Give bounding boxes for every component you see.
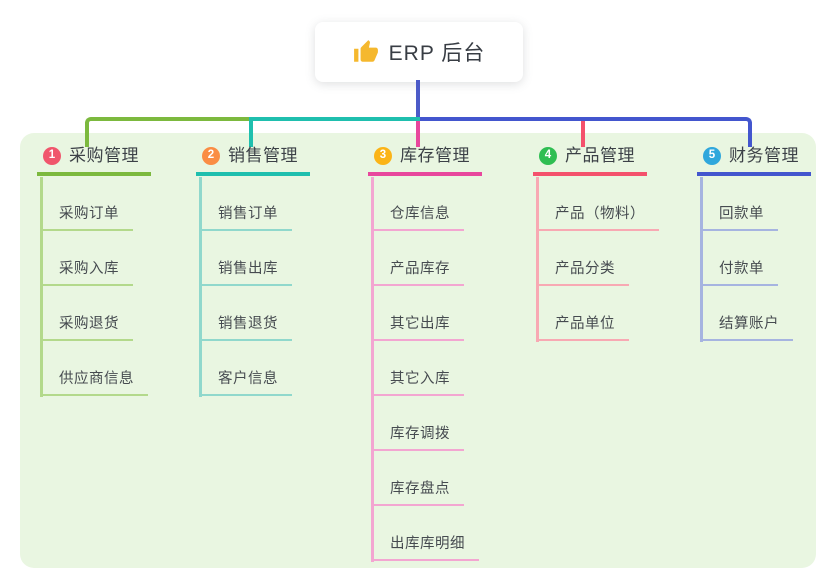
child-node[interactable]: 其它入库 xyxy=(371,370,464,396)
branch-number-badge: 4 xyxy=(539,147,557,165)
root-connector-line xyxy=(416,80,420,121)
branch2-drop-line xyxy=(249,117,253,147)
child-node[interactable]: 供应商信息 xyxy=(40,370,148,396)
child-node[interactable]: 客户信息 xyxy=(199,370,292,396)
child-node[interactable]: 库存盘点 xyxy=(371,480,464,506)
branch4-drop-line xyxy=(581,121,585,147)
branch-node-1[interactable]: 1 采购管理 xyxy=(37,146,151,176)
child-node[interactable]: 销售退货 xyxy=(199,315,292,341)
child-node[interactable]: 采购入库 xyxy=(40,260,133,286)
child-node[interactable]: 回款单 xyxy=(700,205,778,231)
branch3-drop-line xyxy=(416,121,420,147)
child-node[interactable]: 销售出库 xyxy=(199,260,292,286)
child-node[interactable]: 付款单 xyxy=(700,260,778,286)
child-node[interactable]: 产品单位 xyxy=(536,315,629,341)
branches-panel xyxy=(20,133,816,568)
root-node[interactable]: ERP 后台 xyxy=(315,22,523,82)
branch-1-children-rail xyxy=(40,177,43,397)
child-node[interactable]: 销售订单 xyxy=(199,205,292,231)
branch-number-badge: 3 xyxy=(374,147,392,165)
child-node[interactable]: 出库库明细 xyxy=(371,535,479,561)
child-node[interactable]: 库存调拨 xyxy=(371,425,464,451)
branch-node-4[interactable]: 4 产品管理 xyxy=(533,146,647,176)
branch-number-badge: 1 xyxy=(43,147,61,165)
child-node[interactable]: 仓库信息 xyxy=(371,205,464,231)
branch-label: 产品管理 xyxy=(565,146,635,165)
child-node[interactable]: 采购退货 xyxy=(40,315,133,341)
branch-label: 采购管理 xyxy=(69,146,139,165)
root-label: ERP 后台 xyxy=(388,42,486,65)
branch-4-children-rail xyxy=(536,177,539,342)
branch-label: 销售管理 xyxy=(228,146,298,165)
branch-3-children-rail xyxy=(371,177,374,562)
branch-label: 库存管理 xyxy=(400,146,470,165)
bus-right-elbow xyxy=(420,117,752,147)
branch-node-3[interactable]: 3 库存管理 xyxy=(368,146,482,176)
branch-node-2[interactable]: 2 销售管理 xyxy=(196,146,310,176)
child-node[interactable]: 产品（物料） xyxy=(536,205,659,231)
branch-number-badge: 5 xyxy=(703,147,721,165)
branch-2-children-rail xyxy=(199,177,202,397)
child-node[interactable]: 产品分类 xyxy=(536,260,629,286)
bus-left-elbow xyxy=(85,117,250,147)
branch-number-badge: 2 xyxy=(202,147,220,165)
child-node[interactable]: 结算账户 xyxy=(700,315,793,341)
thumbs-up-icon xyxy=(353,40,378,62)
child-node[interactable]: 产品库存 xyxy=(371,260,464,286)
child-node[interactable]: 其它出库 xyxy=(371,315,464,341)
branch-5-children-rail xyxy=(700,177,703,342)
bus-teal-segment xyxy=(250,117,420,121)
child-node[interactable]: 采购订单 xyxy=(40,205,133,231)
branch-node-5[interactable]: 5 财务管理 xyxy=(697,146,811,176)
branch-label: 财务管理 xyxy=(729,146,799,165)
